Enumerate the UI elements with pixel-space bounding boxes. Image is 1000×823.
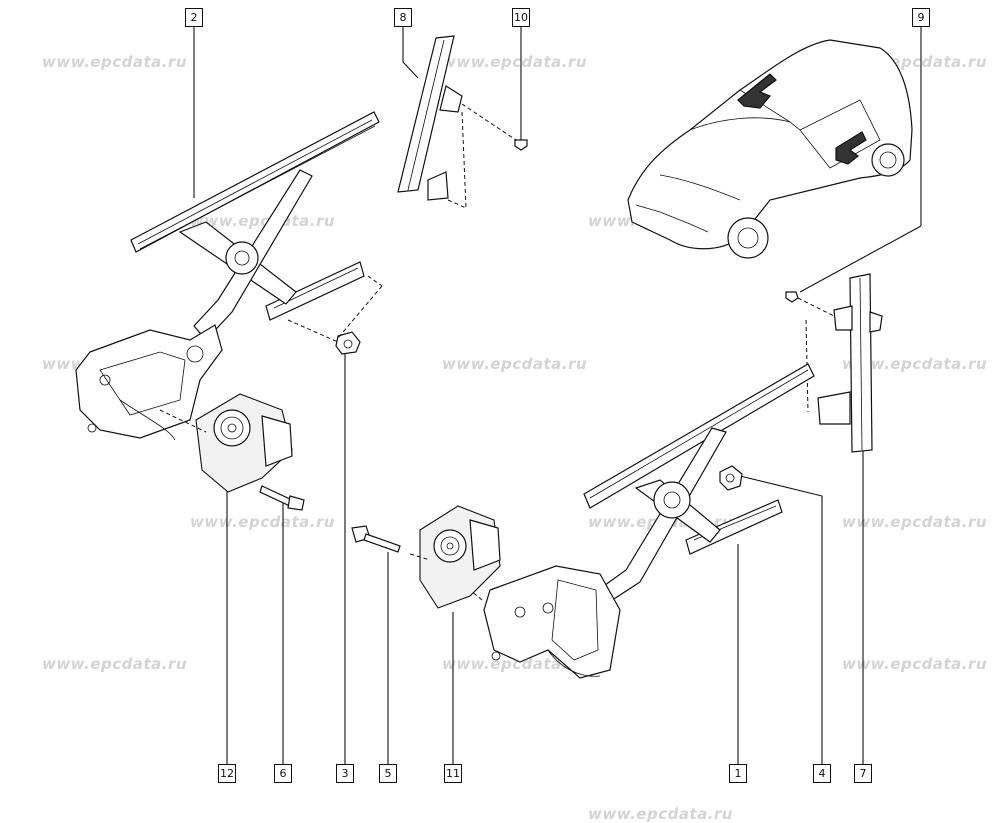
watermark: www.epcdata.ru [842, 355, 988, 373]
callout-10: 10 [512, 8, 530, 27]
callout-12: 12 [218, 764, 236, 783]
callout-11: 11 [444, 764, 462, 783]
callout-8: 8 [394, 8, 412, 27]
callout-9: 9 [912, 8, 930, 27]
guide-rail-7 [805, 273, 883, 453]
watermark: www.epcdata.ru [442, 355, 588, 373]
watermark: www.epcdata.ru [42, 655, 188, 673]
leader-lines [193, 26, 922, 764]
callout-1: 1 [729, 764, 747, 783]
callout-5: 5 [379, 764, 397, 783]
right-window-regulator [469, 363, 815, 679]
watermark: www.epcdata.ru [442, 53, 588, 71]
watermark: www.epcdata.ru [42, 53, 188, 71]
clip-10 [514, 139, 528, 151]
watermark: www.epcdata.ru [842, 513, 988, 531]
callout-2: 2 [185, 8, 203, 27]
bolt-6 [259, 485, 305, 511]
watermark: www.epcdata.ru [442, 655, 588, 673]
bolt-5 [351, 525, 401, 553]
left-motor [159, 393, 293, 493]
left-window-regulator [75, 111, 380, 441]
guide-rail-8 [397, 35, 517, 209]
callout-3: 3 [336, 764, 354, 783]
right-motor [409, 505, 501, 609]
nut-3 [287, 275, 383, 355]
watermark: www.epcdata.ru [588, 805, 734, 823]
callout-6: 6 [274, 764, 292, 783]
callout-4: 4 [813, 764, 831, 783]
callout-7: 7 [854, 764, 872, 783]
nut-4 [719, 465, 743, 491]
watermark: www.epcdata.ru [190, 212, 336, 230]
watermark: www.epcdata.ru [190, 513, 336, 531]
car-illustration [627, 39, 913, 259]
clip-9 [785, 291, 835, 317]
watermark: www.epcdata.ru [842, 655, 988, 673]
